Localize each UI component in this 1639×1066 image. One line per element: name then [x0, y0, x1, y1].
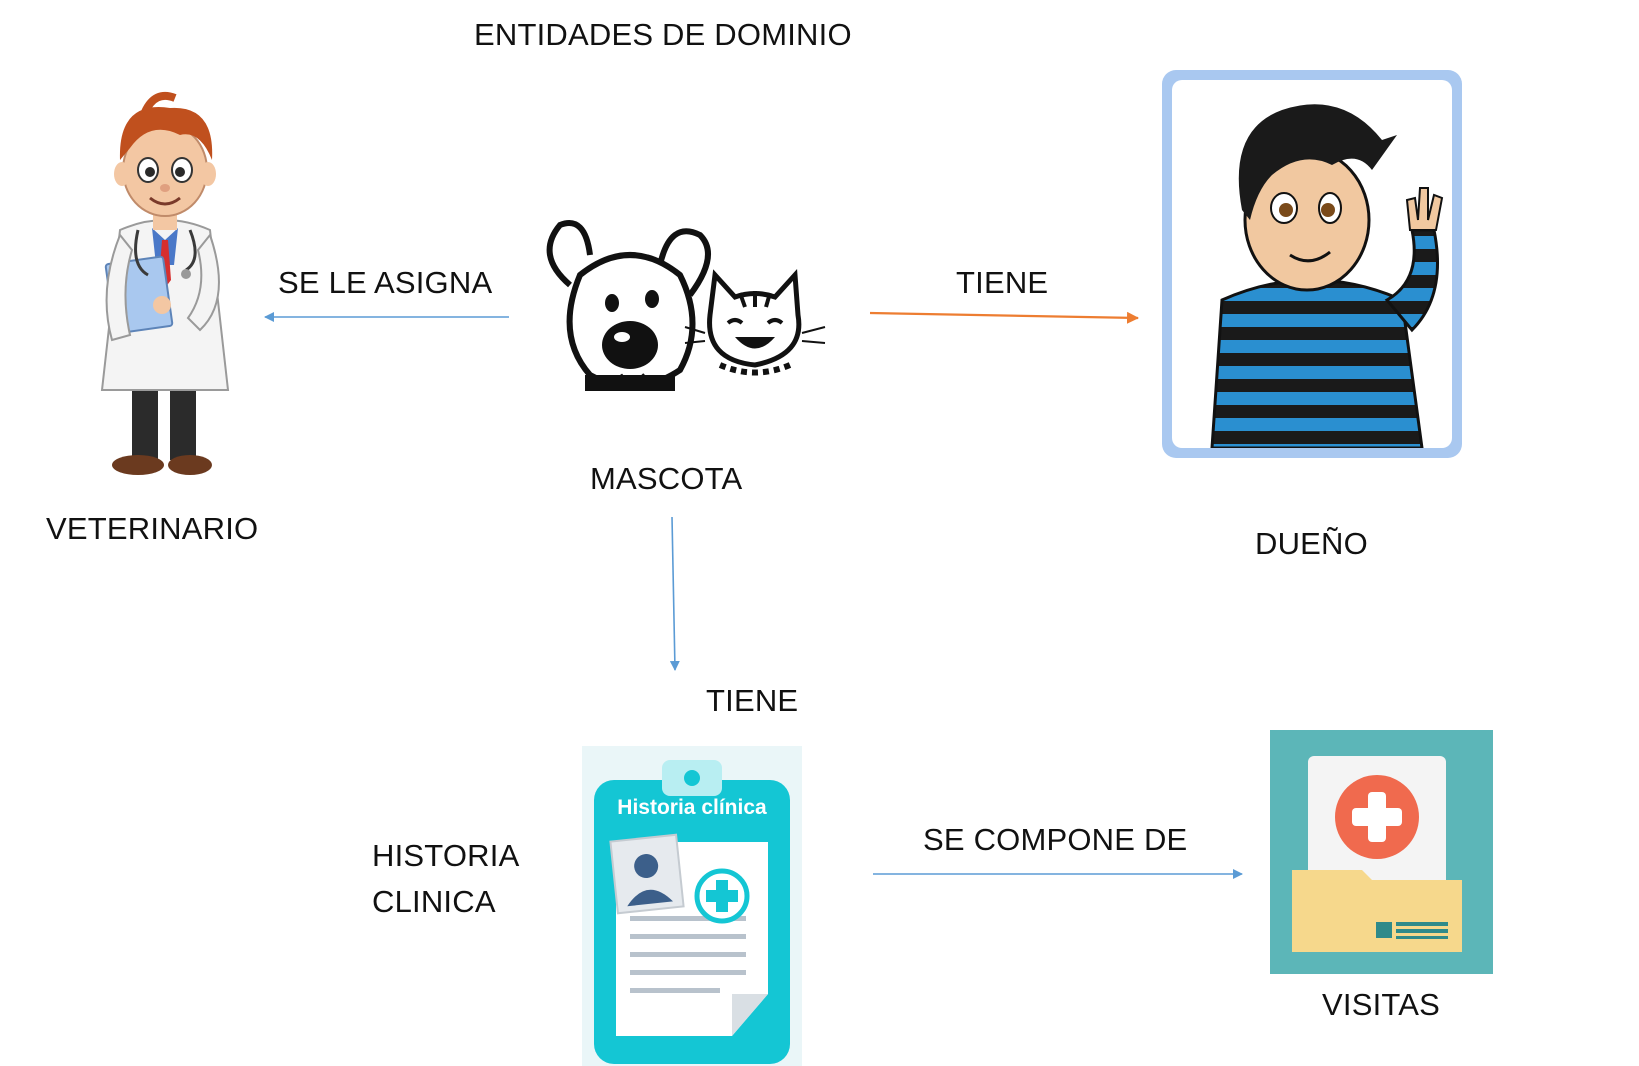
patient-photo-icon [609, 833, 685, 915]
pet-dog-cat-illustration [546, 220, 826, 391]
medical-cross-icon [694, 868, 750, 924]
arrow-mascota-to-historia [669, 516, 680, 671]
medical-record-card: Historia clínica [582, 746, 802, 1066]
relation-label-tiene-historia: TIENE [706, 683, 799, 718]
relation-label-se-le-asigna: SE LE ASIGNA [278, 265, 493, 300]
entity-label-dueno: DUEÑO [1255, 526, 1368, 561]
entity-label-historia-line1: HISTORIA [372, 838, 520, 873]
entity-label-mascota: MASCOTA [590, 461, 743, 496]
entity-label-historia-line2: CLINICA [372, 884, 496, 919]
owner-illustration-frame [1162, 70, 1462, 458]
card-title: Historia clínica [617, 796, 767, 819]
diagram-title: ENTIDADES DE DOMINIO [474, 17, 852, 52]
relation-label-se-compone-de: SE COMPONE DE [923, 822, 1188, 857]
veterinarian-illustration [100, 91, 230, 475]
relation-label-tiene-dueno: TIENE [956, 265, 1049, 300]
entity-label-veterinario: VETERINARIO [46, 511, 259, 546]
visits-folder-illustration [1270, 730, 1493, 974]
arrow-mascota-to-dueno [869, 311, 1139, 324]
medical-folder-icon [1292, 756, 1462, 952]
owner-boy-icon [1210, 104, 1444, 448]
entity-label-visitas: VISITAS [1322, 987, 1440, 1022]
